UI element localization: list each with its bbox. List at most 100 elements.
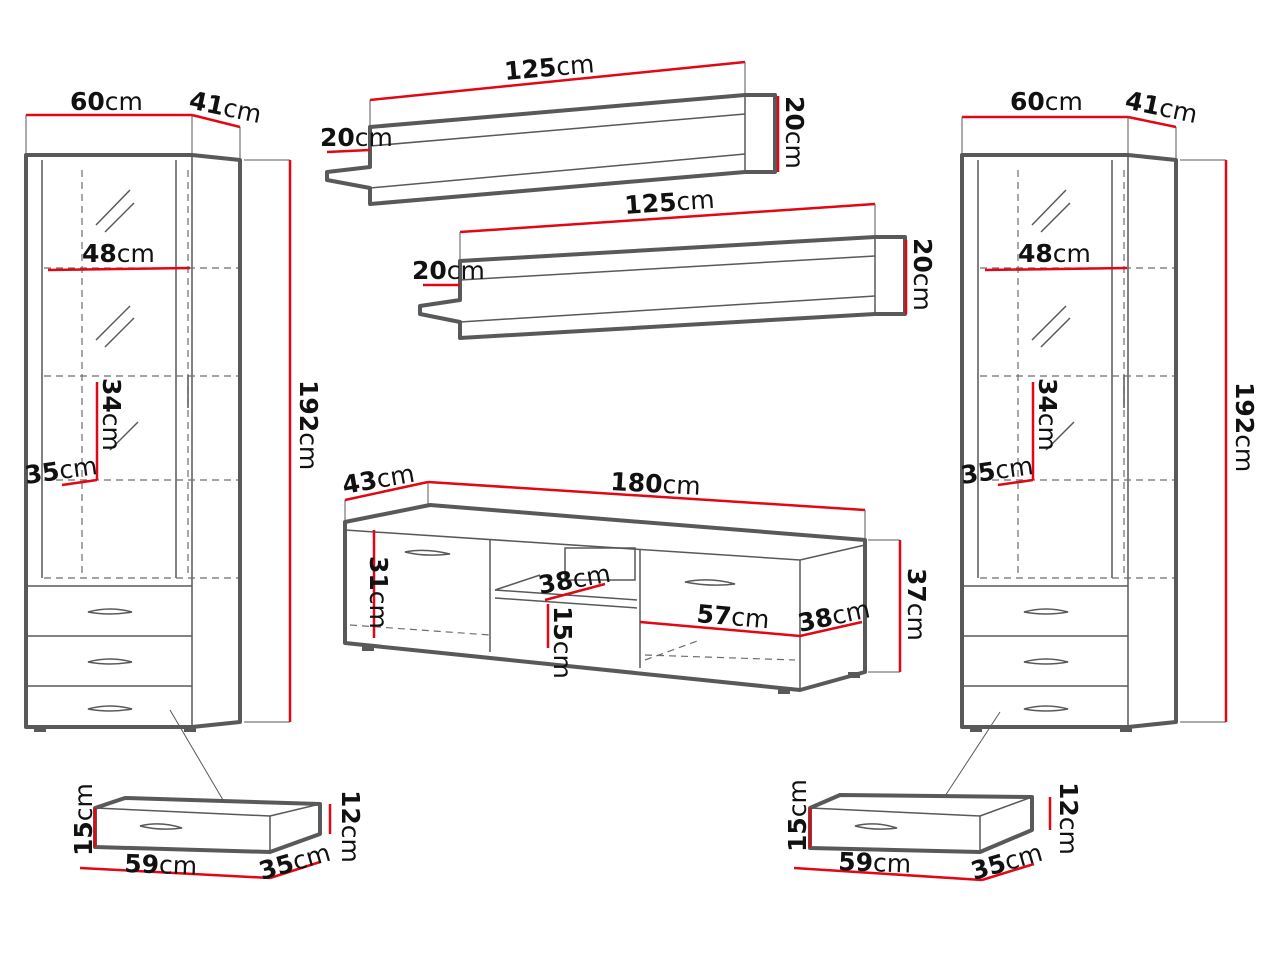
left-cabinet-foot: [34, 725, 46, 732]
right-cabinet-glass-reflection: [1045, 421, 1075, 451]
left-cabinet-drawer-handle: [87, 705, 133, 712]
label-tv-stand-width: 180cm: [610, 467, 702, 501]
dim-line-tv-stand-niche-width: [544, 582, 606, 602]
right-drawer-handle: [854, 823, 898, 830]
dim-line-right-cabinet-shelf-depth: [997, 478, 1034, 487]
right-cabinet-glass-reflection: [1040, 317, 1071, 348]
right-drawer-body: [808, 793, 1034, 854]
label-right-drawer-side-height: 12cm: [1054, 782, 1083, 855]
tv-stand-inner-line: [644, 639, 701, 661]
left-cabinet-drawer-handle: [87, 658, 133, 665]
label-right-cabinet-inner-width: 48cm: [1018, 239, 1091, 268]
shelf-bottom-body: [418, 235, 907, 340]
wall-shelf-top: [325, 93, 777, 206]
right-cabinet-foot: [1120, 725, 1132, 732]
left-cabinet-foot: [184, 725, 196, 732]
left-cabinet-glass-reflection: [104, 202, 135, 233]
label-left-drawer-width: 59cm: [124, 849, 198, 881]
label-tv-stand-inner-height: 31cm: [364, 556, 393, 629]
right-drawer: [808, 793, 1034, 854]
label-left-cabinet-width: 60cm: [70, 87, 143, 116]
shelf-bottom-back: [459, 255, 876, 281]
left-drawer-handle: [139, 823, 183, 830]
wall-shelf-bottom: [418, 235, 907, 340]
dim-line-right-cabinet-depth: [1127, 115, 1177, 129]
dim-line-shelf-bottom-length: [459, 202, 876, 234]
label-left-drawer-front-height: 15cm: [69, 783, 98, 856]
tv-stand-inner-line: [644, 654, 796, 661]
label-left-drawer-side-height: 12cm: [336, 790, 365, 863]
tv-stand-shelf: [494, 597, 638, 609]
tv-stand-niche: [564, 547, 636, 581]
right-cabinet-drawer-handle: [1023, 658, 1069, 665]
left-drawer-body: [93, 796, 322, 854]
label-shelf-top-height: 20cm: [780, 96, 809, 169]
left-cabinet: [24, 153, 242, 823]
left-cabinet-glass-reflection: [109, 421, 139, 451]
tv-stand-top-side: [799, 544, 866, 561]
label-tv-stand-niche-width: 38cm: [536, 559, 613, 600]
label-shelf-top-length: 125cm: [503, 49, 595, 86]
tv-stand-handle: [404, 549, 451, 556]
label-shelf-top-depth: 20cm: [320, 123, 393, 152]
shelf-top-body: [325, 93, 777, 206]
label-left-cabinet-shelf-depth: 35cm: [23, 451, 99, 490]
dim-line-shelf-top-depth: [326, 148, 371, 154]
dim-line-left-drawer-width: [79, 866, 271, 880]
label-left-cabinet-shelf-gap: 34cm: [97, 378, 126, 451]
right-drawer-side-edge: [979, 796, 1033, 817]
dim-line-tv-stand-compartment-width: [639, 620, 801, 638]
left-cabinet-glass-reflection: [104, 317, 135, 348]
label-right-cabinet-shelf-depth: 35cm: [959, 451, 1035, 490]
label-left-cabinet-height: 192cm: [294, 380, 323, 470]
label-tv-stand-compartment-width: 57cm: [695, 599, 770, 634]
label-shelf-bottom-depth: 20cm: [412, 256, 485, 285]
left-cabinet-drawer-handle: [87, 608, 133, 615]
dim-line-left-cabinet-depth: [191, 113, 241, 129]
dim-line-shelf-top-length: [369, 60, 746, 102]
label-shelf-bottom-height: 20cm: [908, 238, 937, 311]
label-tv-stand-niche-height: 15cm: [548, 606, 577, 679]
dim-line-tv-stand-depth: [344, 480, 429, 502]
right-cabinet-glass-reflection: [1040, 202, 1071, 233]
label-right-cabinet-shelf-gap: 34cm: [1033, 378, 1062, 451]
dimension-lines: [25, 60, 1228, 882]
dim-line-right-drawer-depth: [981, 862, 1035, 882]
dim-line-right-drawer-width: [793, 866, 983, 882]
dim-line-left-drawer-depth: [269, 860, 321, 880]
tv-stand-shelf-side: [494, 574, 541, 591]
right-cabinet-glass-reflection: [1031, 189, 1067, 226]
right-cabinet: [927, 153, 1178, 823]
label-tv-stand-height: 37cm: [902, 568, 931, 641]
right-cabinet-drawer-handle: [1023, 705, 1069, 712]
label-left-cabinet-depth: 41cm: [187, 86, 264, 130]
dim-line-left-cabinet-shelf-depth: [61, 478, 98, 487]
dimension-labels: 60cm 41cm 192cm 48cm 34cm 35cm 15cm 12cm…: [23, 49, 1259, 886]
tv-stand: [343, 503, 867, 694]
label-left-cabinet-inner-width: 48cm: [82, 239, 155, 268]
right-drawer-top-edge: [809, 807, 981, 817]
label-right-cabinet-height: 192cm: [1230, 382, 1259, 472]
left-cabinet-glass-reflection: [95, 305, 131, 341]
shelf-bottom-board: [459, 295, 876, 323]
shelf-top-board: [369, 153, 746, 189]
left-drawer: [93, 796, 322, 854]
tv-stand-top-front: [344, 529, 801, 561]
tv-stand-handle: [684, 579, 736, 586]
right-cabinet-drawer-handle: [1023, 608, 1069, 615]
label-right-cabinet-depth: 41cm: [1123, 86, 1200, 130]
right-cabinet-foot: [970, 725, 982, 732]
label-right-cabinet-width: 60cm: [1010, 87, 1083, 116]
tv-stand-foot: [362, 645, 374, 651]
right-cabinet-glass-reflection: [1031, 305, 1067, 341]
dim-line-right-cabinet-inner-width: [984, 266, 1128, 272]
label-right-drawer-front-height: 15cm: [783, 779, 812, 852]
dim-line-left-cabinet-inner-width: [47, 266, 191, 272]
label-tv-stand-depth: 43cm: [340, 459, 417, 500]
left-drawer-top-edge: [94, 807, 271, 817]
dim-line-tv-stand-inner-depth: [799, 620, 863, 638]
label-shelf-bottom-length: 125cm: [623, 185, 715, 220]
dim-line-tv-stand-width: [427, 480, 866, 512]
